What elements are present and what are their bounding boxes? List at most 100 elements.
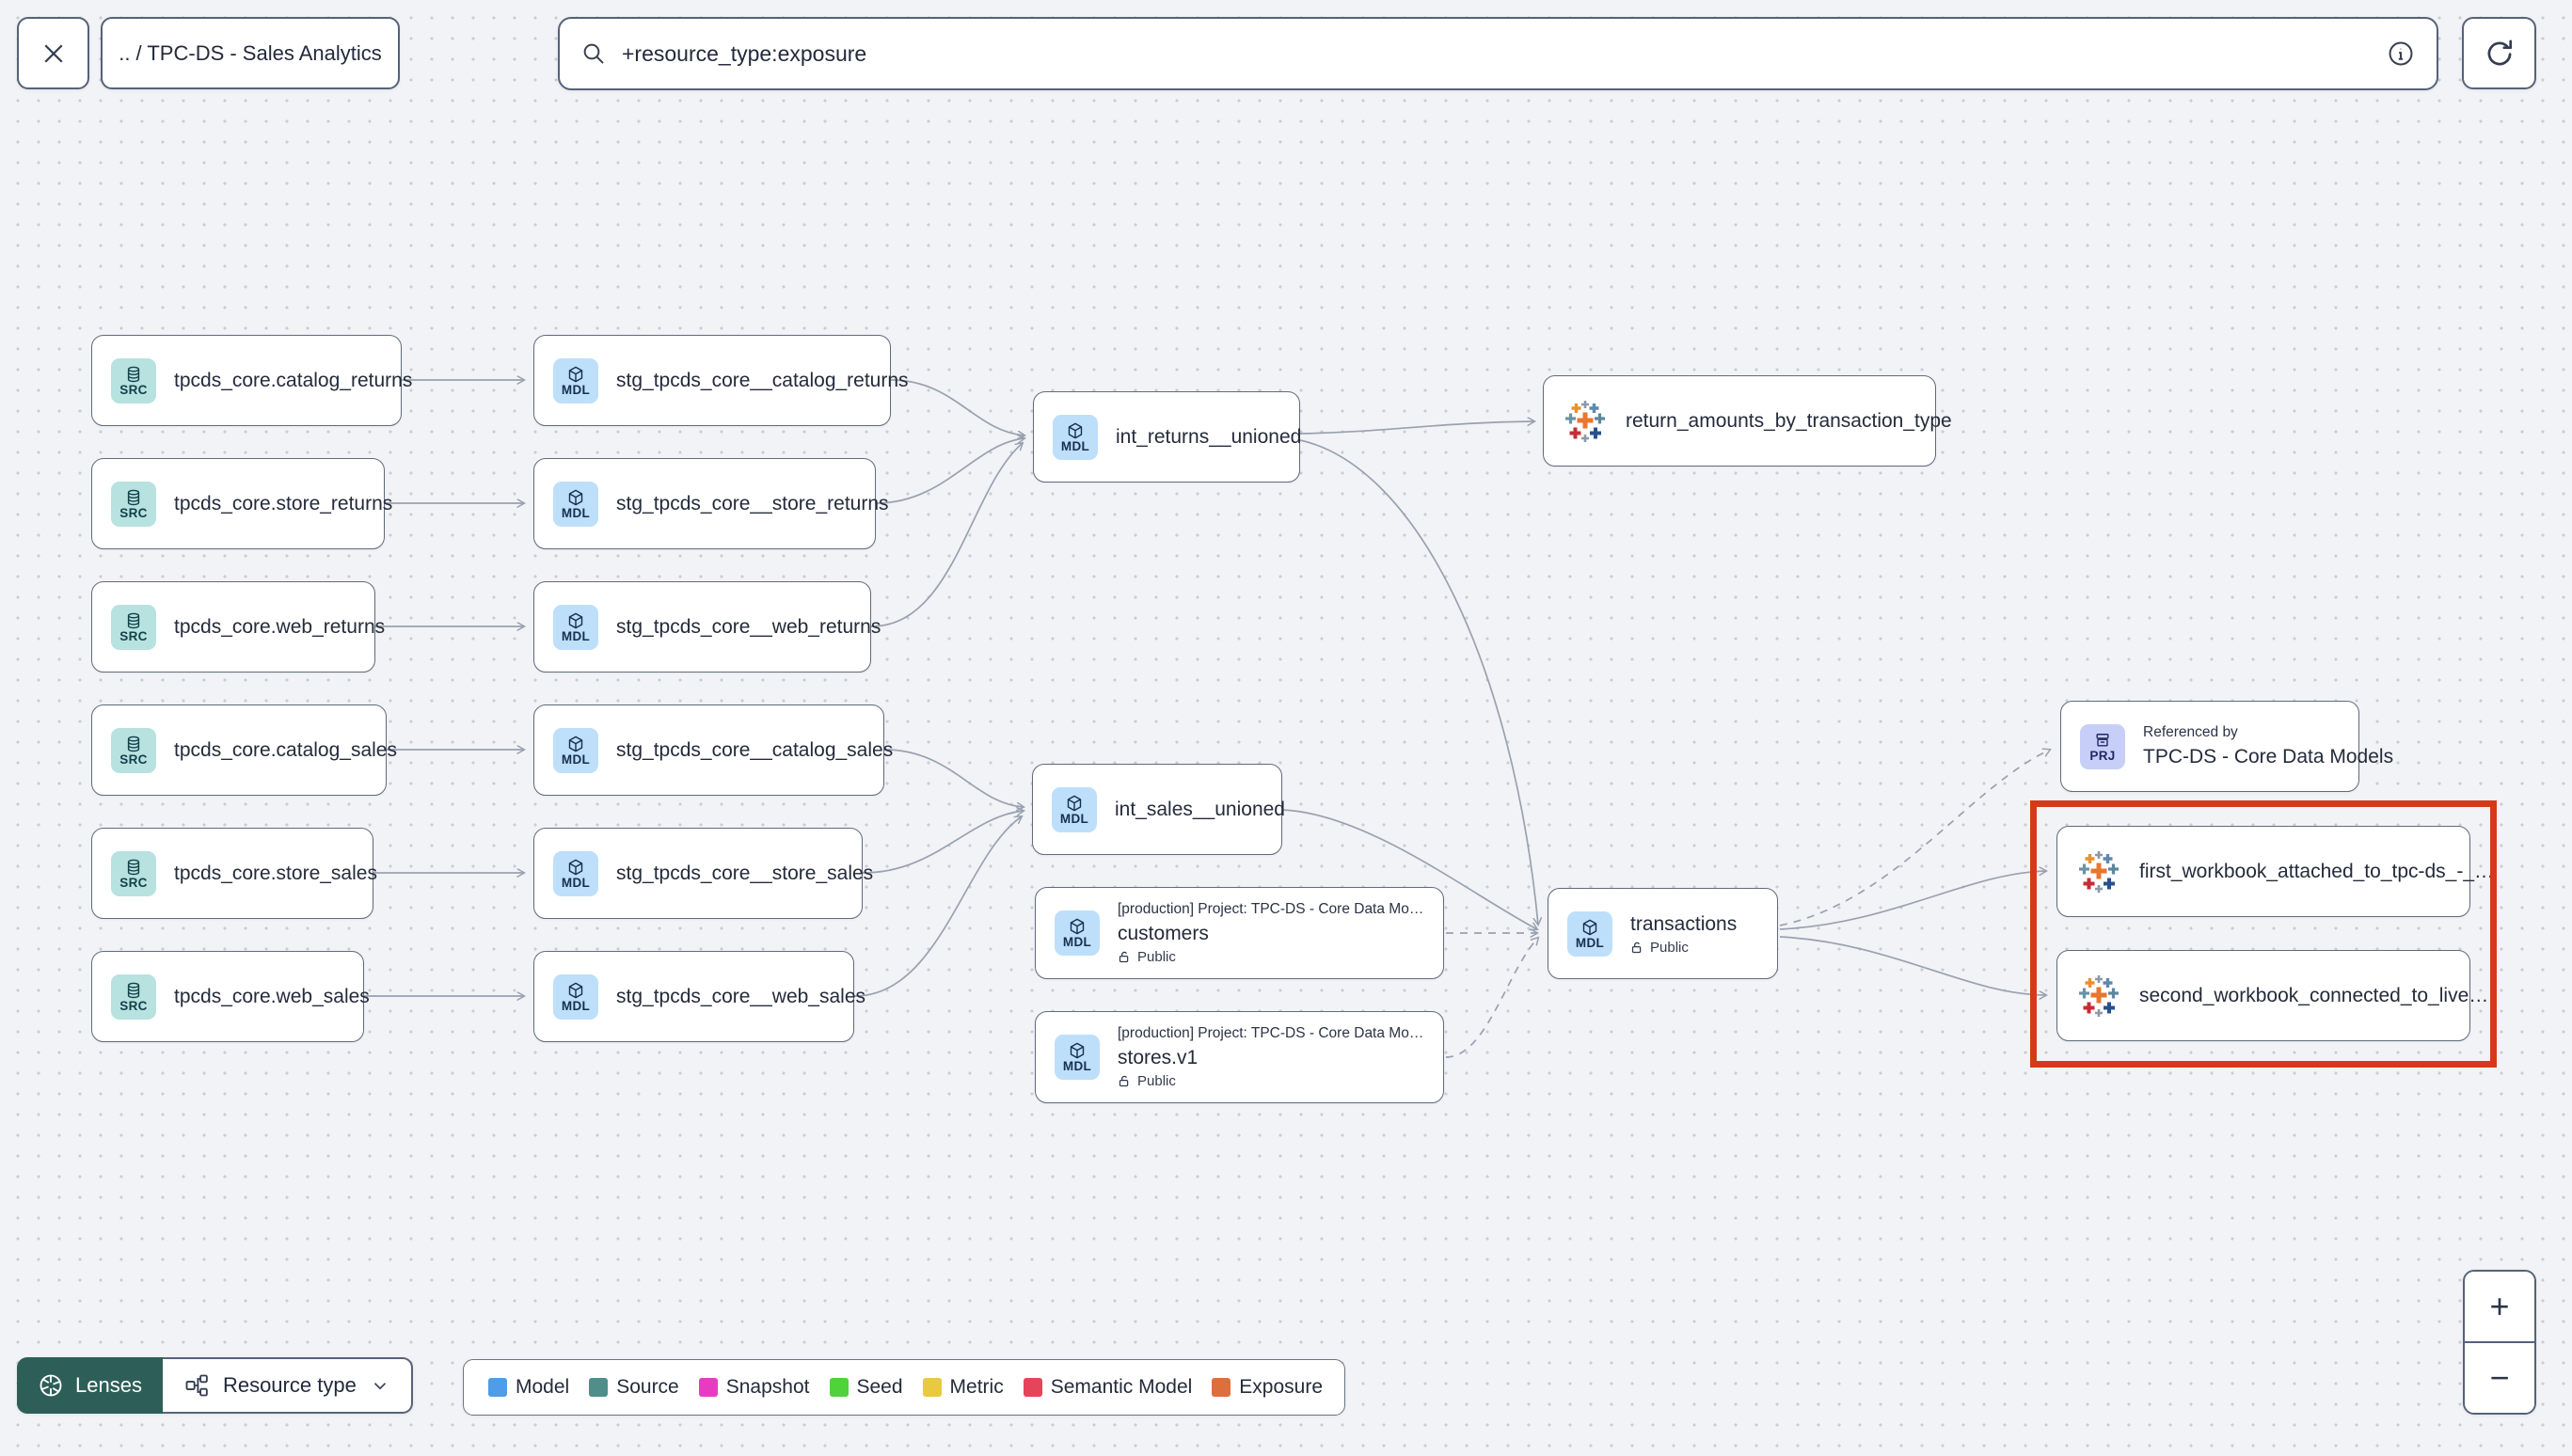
- node-label: customers: [1118, 923, 1209, 944]
- legend-item-source: Source: [589, 1376, 679, 1399]
- node-text: stg_tpcds_core__store_returns: [616, 492, 889, 515]
- legend-swatch: [589, 1378, 609, 1397]
- edge-stores-to-transactions: [1445, 938, 1538, 1058]
- node-label: tpcds_core.catalog_returns: [174, 370, 413, 391]
- info-icon[interactable]: [2386, 39, 2416, 69]
- legend-item-snapshot: Snapshot: [698, 1376, 810, 1399]
- model-badge-icon: MDL: [1567, 910, 1612, 957]
- legend-label: Seed: [856, 1376, 903, 1398]
- node-int-returns[interactable]: MDL int_returns__unioned: [1033, 391, 1302, 483]
- node-stores[interactable]: MDL [production] Project: TPC-DS - Core D…: [1035, 1011, 1444, 1103]
- node-text: tpcds_core.store_sales: [174, 862, 377, 885]
- node-stg-catalog-returns[interactable]: MDL stg_tpcds_core__catalog_returns: [533, 335, 909, 426]
- zoom-out-button[interactable]: −: [2465, 1343, 2534, 1413]
- node-project-header: [production] Project: TPC-DS - Core Data…: [1118, 901, 1424, 917]
- node-label: tpcds_core.web_returns: [174, 616, 386, 638]
- node-label: TPC-DS - Core Data Models: [2143, 746, 2394, 768]
- model-badge-icon: MDL: [553, 850, 598, 896]
- legend-item-metric: Metric: [922, 1376, 1004, 1399]
- node-text: [production] Project: TPC-DS - Core Data…: [1118, 1025, 1423, 1089]
- source-badge-icon: SRC: [111, 727, 156, 773]
- node-wb-second[interactable]: second_workbook_connected_to_live…: [2056, 950, 2489, 1041]
- node-access-public: Public: [1118, 1073, 1423, 1089]
- node-access-public: Public: [1118, 949, 1423, 965]
- node-access-public: Public: [1630, 940, 1737, 956]
- resource-type-button[interactable]: Resource type: [162, 1357, 413, 1414]
- refresh-button[interactable]: [2462, 17, 2536, 89]
- legend-swatch: [698, 1378, 718, 1397]
- node-label: stg_tpcds_core__web_returns: [616, 616, 881, 638]
- node-stg-store-sales[interactable]: MDL stg_tpcds_core__store_sales: [533, 828, 874, 919]
- refresh-icon: [2483, 37, 2516, 71]
- edge-transactions-to-wb_first: [1779, 871, 2046, 930]
- node-label: tpcds_core.web_sales: [174, 986, 370, 1007]
- legend-item-model: Model: [488, 1376, 569, 1399]
- search-input[interactable]: [620, 40, 2373, 68]
- node-stg-web-returns[interactable]: MDL stg_tpcds_core__web_returns: [533, 581, 881, 673]
- node-project-header: Referenced by: [2143, 724, 2238, 740]
- model-badge-icon: MDL: [553, 481, 598, 527]
- source-badge-icon: SRC: [111, 850, 156, 896]
- node-text: tpcds_core.catalog_returns: [174, 369, 413, 392]
- chevron-down-icon: [370, 1375, 390, 1396]
- legend-swatch: [922, 1378, 942, 1397]
- node-text: tpcds_core.web_returns: [174, 615, 386, 639]
- lenses-control-group: Lenses Resource type: [17, 1357, 413, 1414]
- legend-swatch: [1023, 1378, 1042, 1397]
- edge-transactions-to-wb_second: [1779, 936, 2046, 995]
- close-button[interactable]: [17, 17, 89, 89]
- node-label: int_returns__unioned: [1116, 426, 1302, 448]
- breadcrumb[interactable]: .. / TPC-DS - Sales Analytics: [101, 17, 400, 89]
- node-customers[interactable]: MDL [production] Project: TPC-DS - Core D…: [1035, 887, 1444, 979]
- node-label: transactions: [1630, 912, 1738, 935]
- node-label: stg_tpcds_core__catalog_sales: [616, 739, 894, 761]
- node-label: first_workbook_attached_to_tpc-ds_-_…: [2139, 861, 2495, 882]
- node-label: stg_tpcds_core__catalog_returns: [616, 370, 909, 391]
- node-exposure-returns[interactable]: return_amounts_by_transaction_type: [1543, 375, 1952, 467]
- resource-type-label: Resource type: [222, 1373, 357, 1397]
- node-text: first_workbook_attached_to_tpc-ds_-_…: [2139, 860, 2495, 883]
- legend-label: Snapshot: [725, 1376, 810, 1398]
- node-label: stg_tpcds_core__store_sales: [616, 863, 874, 884]
- edge-stg_web_returns-to-int_returns: [870, 443, 1023, 627]
- zoom-in-button[interactable]: +: [2465, 1272, 2534, 1343]
- edge-int_returns-to-transactions: [1299, 439, 1538, 925]
- edge-stg_catalog_sales-to-int_sales: [883, 749, 1024, 807]
- unlock-icon: [1630, 941, 1644, 955]
- model-badge-icon: MDL: [553, 604, 598, 650]
- model-badge-icon: MDL: [1053, 414, 1098, 460]
- tableau-exposure-icon: [1563, 400, 1608, 443]
- edge-stg_web_sales-to-int_sales: [853, 816, 1022, 997]
- edge-stg_catalog_returns-to-int_returns: [890, 379, 1024, 435]
- lenses-label: Lenses: [75, 1373, 142, 1397]
- source-badge-icon: SRC: [111, 357, 156, 404]
- node-text: int_sales__unioned: [1115, 798, 1285, 821]
- node-project-header: [production] Project: TPC-DS - Core Data…: [1118, 1025, 1424, 1041]
- model-badge-icon: MDL: [1055, 1035, 1100, 1080]
- lenses-button[interactable]: Lenses: [17, 1357, 163, 1414]
- node-text: second_workbook_connected_to_live…: [2139, 984, 2489, 1007]
- search-bar[interactable]: [558, 17, 2438, 90]
- node-label: second_workbook_connected_to_live…: [2139, 985, 2489, 1006]
- tableau-exposure-icon: [2076, 850, 2121, 894]
- node-wb-first[interactable]: first_workbook_attached_to_tpc-ds_-_…: [2056, 826, 2495, 917]
- model-badge-icon: MDL: [1055, 910, 1100, 956]
- model-badge-icon: MDL: [553, 357, 598, 404]
- node-src-store-sales[interactable]: SRC tpcds_core.store_sales: [91, 828, 377, 919]
- node-label: stg_tpcds_core__store_returns: [616, 493, 889, 514]
- node-stg-store-returns[interactable]: MDL stg_tpcds_core__store_returns: [533, 458, 889, 549]
- model-badge-icon: MDL: [553, 973, 598, 1020]
- node-src-catalog-returns[interactable]: SRC tpcds_core.catalog_returns: [91, 335, 413, 426]
